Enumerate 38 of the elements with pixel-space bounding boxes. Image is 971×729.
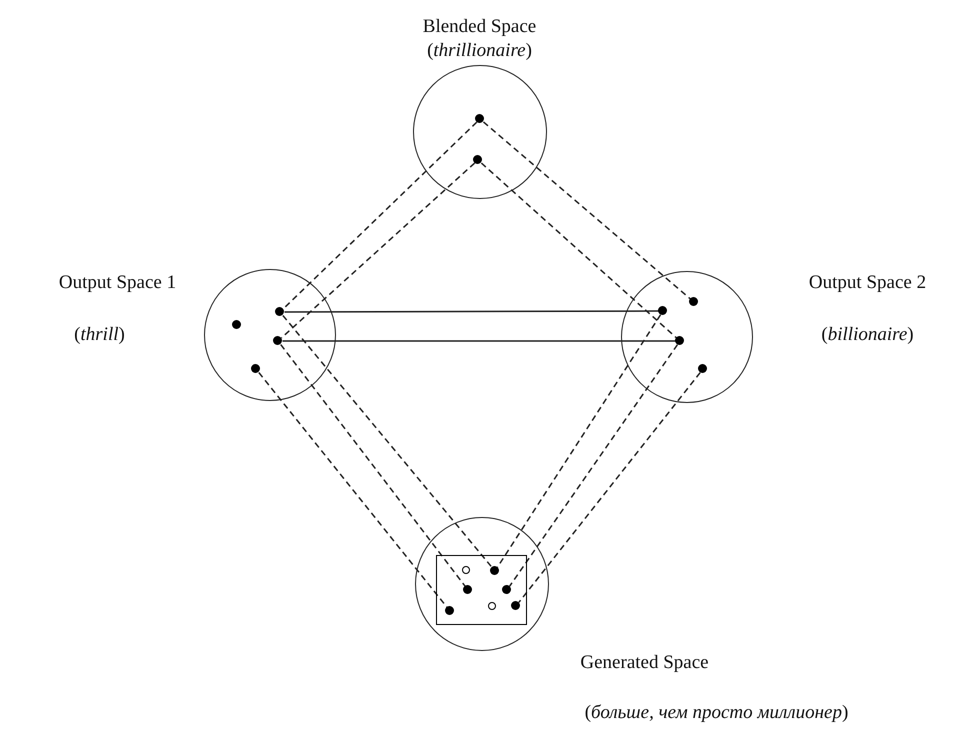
- point-dot: [490, 566, 498, 574]
- dashed-connector: [496, 314, 662, 568]
- space-example: (больше, чем просто миллионер): [584, 702, 848, 724]
- dashed-connector: [280, 162, 476, 339]
- space-title: Output Space 1: [58, 272, 176, 294]
- connector-line: [282, 340, 676, 342]
- point-dot: [444, 606, 454, 614]
- space-title: Blended Space: [422, 16, 536, 38]
- dashed-connector: [258, 372, 448, 608]
- point-dot: [502, 584, 510, 594]
- space-example: (billionaire): [821, 324, 914, 346]
- point-dot: [273, 336, 282, 345]
- space-example: (thrillionaire): [427, 40, 532, 62]
- dashed-connector: [282, 122, 478, 310]
- point-dot: [689, 297, 698, 306]
- dashed-connector: [280, 344, 466, 587]
- point-dot: [510, 600, 520, 610]
- dashed-connector: [508, 344, 678, 587]
- point-dot: [462, 584, 472, 594]
- point-dot: [275, 307, 284, 316]
- point-dot: [251, 364, 260, 373]
- dashed-connector: [282, 314, 493, 568]
- empty-point: [462, 566, 470, 574]
- space-title: Generated Space: [580, 652, 709, 674]
- point-dot: [658, 306, 667, 315]
- point-dot: [698, 364, 707, 373]
- point-dot: [473, 155, 482, 164]
- dashed-connector: [480, 162, 678, 339]
- connector-line: [284, 310, 658, 313]
- space-example: (thrill): [74, 324, 125, 346]
- point-dot: [475, 114, 484, 123]
- point-dot: [675, 336, 684, 345]
- dashed-connector: [518, 372, 701, 603]
- frame-rectangle: [436, 554, 526, 624]
- dashed-connector: [482, 121, 692, 300]
- point-dot: [232, 320, 241, 329]
- empty-point: [488, 602, 496, 610]
- space-title: Output Space 2: [808, 272, 926, 294]
